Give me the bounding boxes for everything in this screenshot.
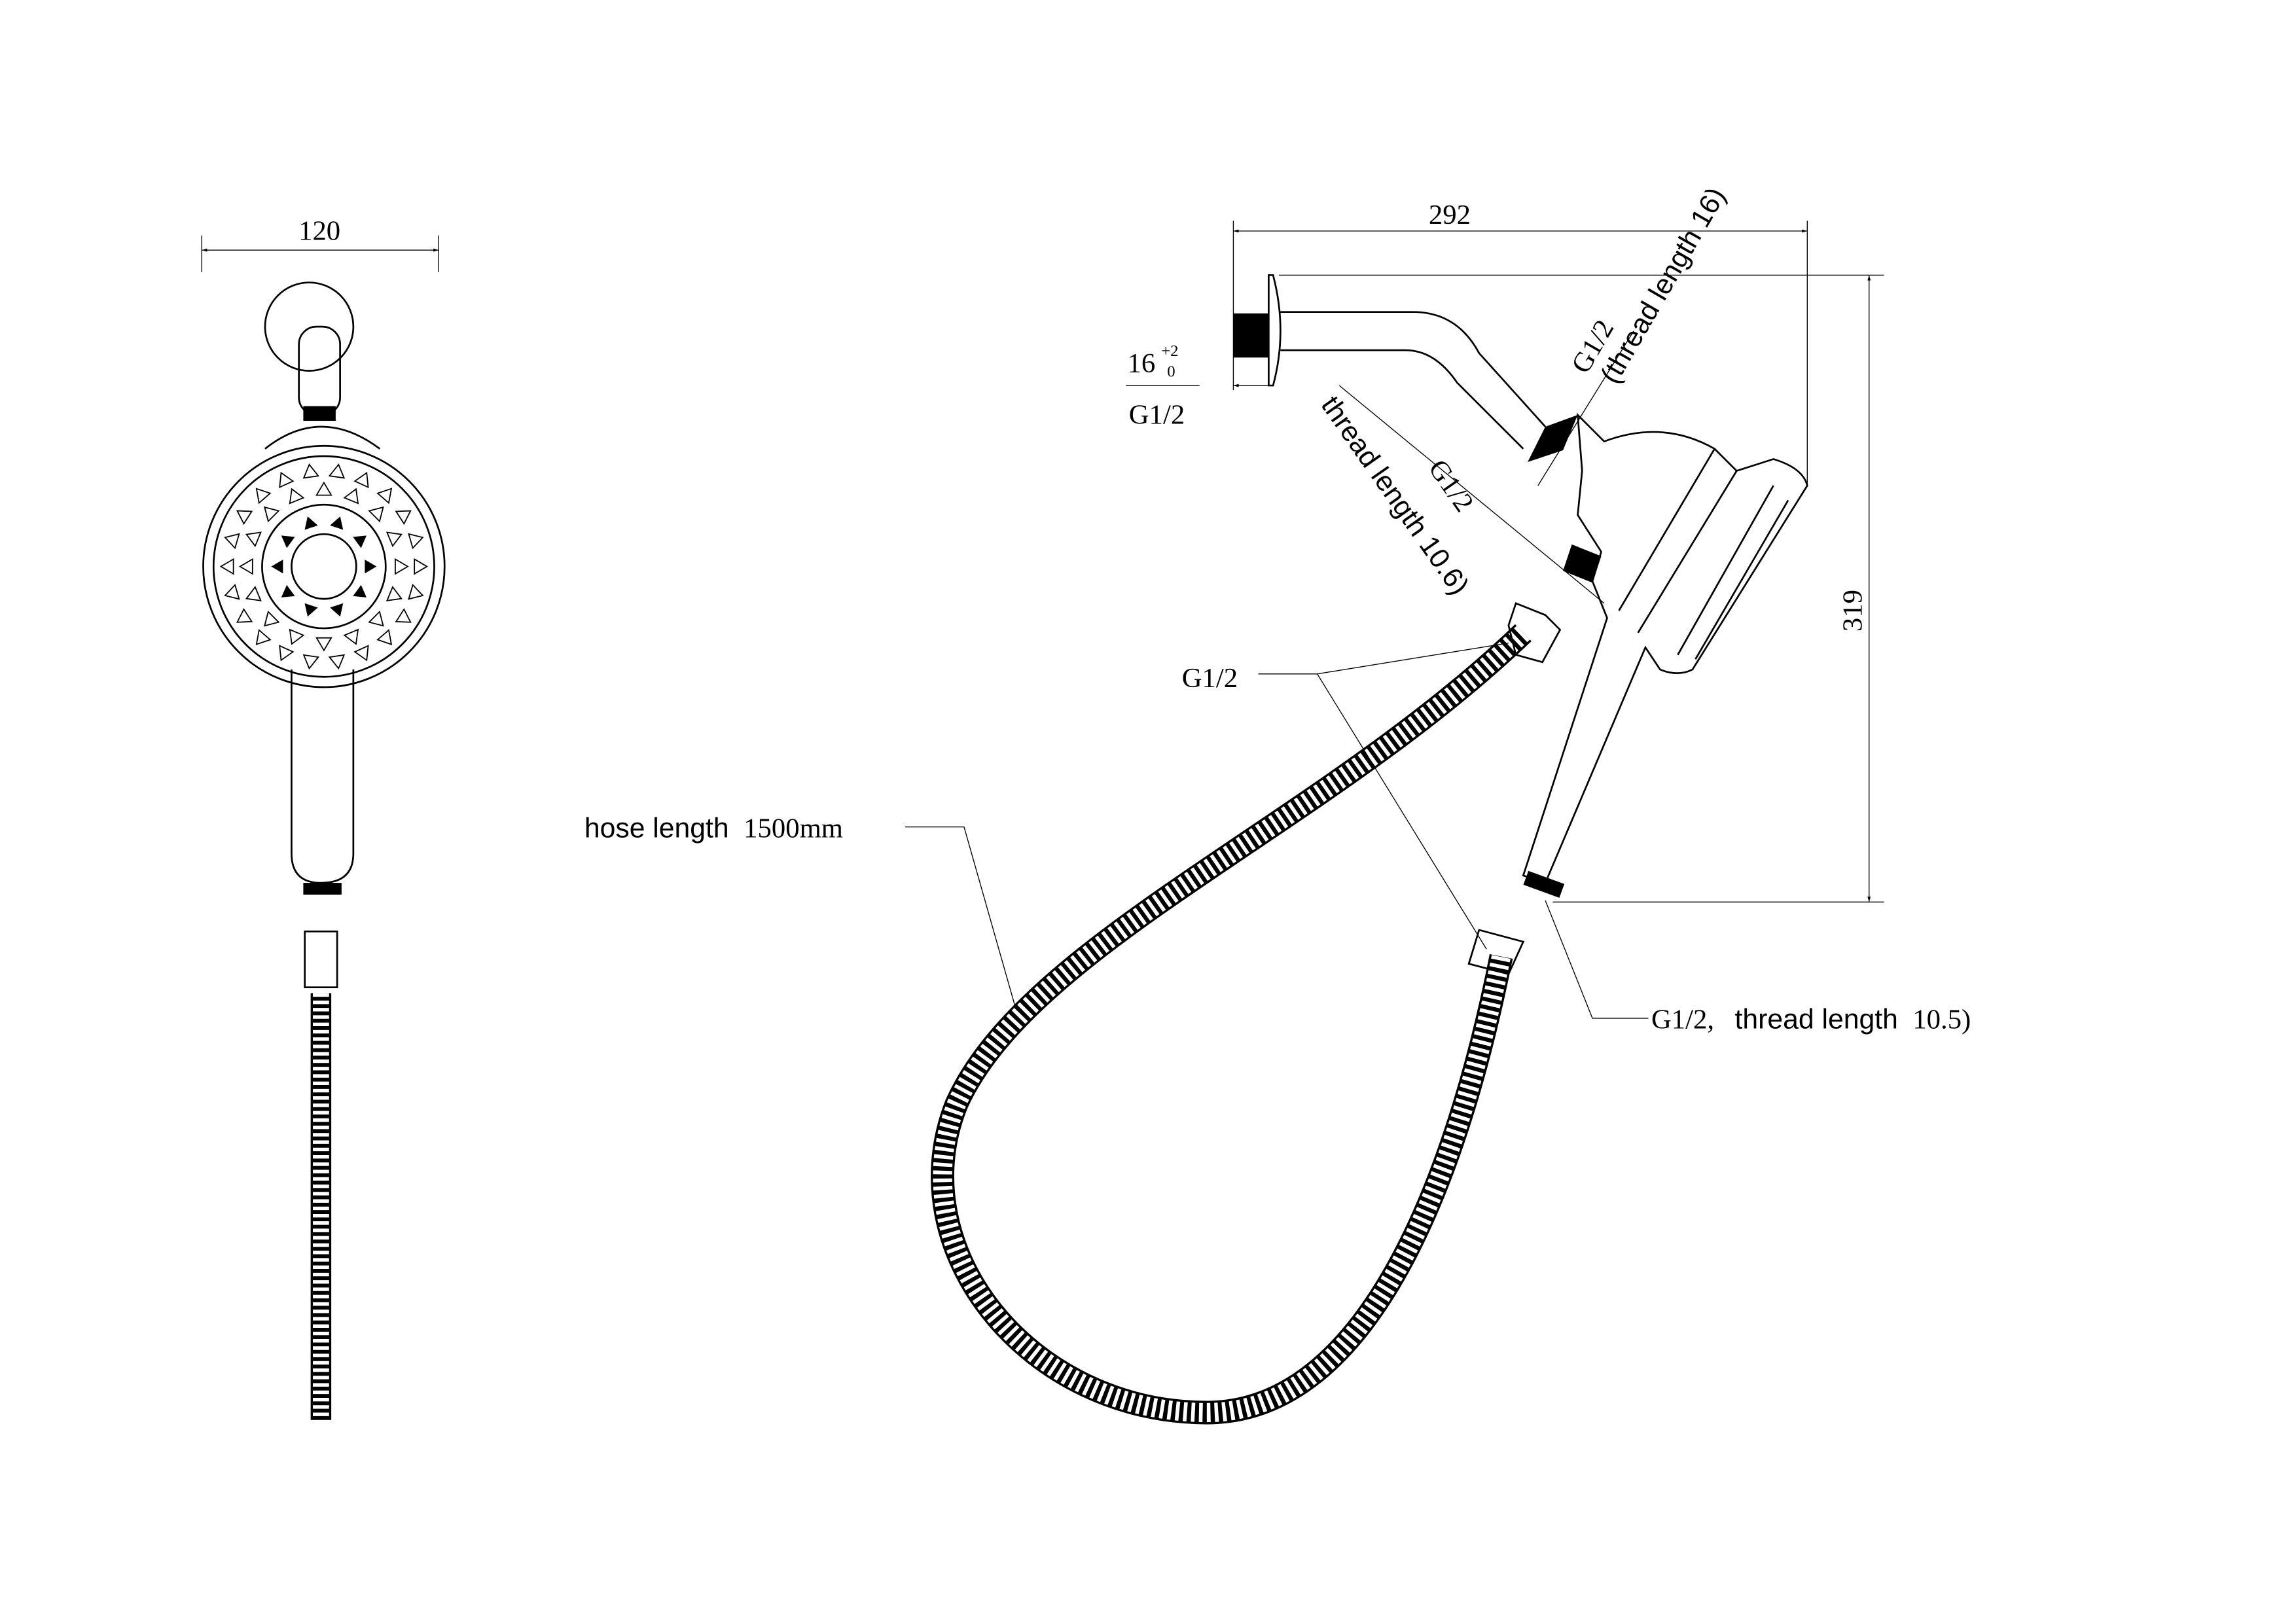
nozzle <box>330 603 344 617</box>
nozzle <box>255 488 272 505</box>
nozzle <box>353 471 369 488</box>
nozzle <box>245 586 262 601</box>
nozzle <box>224 584 240 600</box>
nozzle <box>281 584 295 597</box>
nozzle <box>330 516 344 530</box>
hose-bottom-cone <box>1467 929 1525 976</box>
nozzle <box>245 531 262 548</box>
nozzle <box>414 558 429 575</box>
nozzle <box>343 628 359 645</box>
nozzle <box>315 481 332 496</box>
nozzle <box>343 488 359 505</box>
arm-thread <box>303 406 336 421</box>
nozzle-face-side <box>1677 485 1789 660</box>
nozzle-pattern <box>219 463 429 670</box>
nozzle <box>219 558 234 575</box>
nozzle <box>304 516 318 530</box>
wall-flange <box>264 281 355 372</box>
handle <box>291 669 355 884</box>
width-dimension: 120 <box>298 215 340 246</box>
nozzle <box>368 506 384 523</box>
nozzle <box>315 637 332 652</box>
nozzle <box>386 586 403 601</box>
nozzle <box>236 510 253 526</box>
nozzle <box>376 629 393 645</box>
nozzle <box>353 584 367 597</box>
height-dimension: 319 <box>1837 590 1868 632</box>
nozzle <box>302 463 320 479</box>
wall-flange-side <box>1268 274 1282 387</box>
mount-inlet-thread-size: G1/2 <box>1422 454 1479 518</box>
side-view: 292 319 16 +2 0 G1/2 G1/2 (thread length… <box>584 182 1971 1425</box>
wall-thread-depth: 16 <box>1128 348 1156 379</box>
nozzle <box>289 628 305 645</box>
nozzle <box>302 654 320 670</box>
nozzle <box>353 535 367 548</box>
nozzle <box>271 560 283 574</box>
handle-outlet-thread <box>1523 870 1565 898</box>
handle-thread-size: G1/2, <box>1651 1005 1714 1035</box>
tolerance-upper: +2 <box>1161 342 1178 360</box>
nozzle <box>255 629 272 645</box>
nozzle <box>328 463 346 479</box>
nozzle <box>353 645 369 662</box>
shower-head-face <box>202 444 446 688</box>
nozzle <box>264 506 280 523</box>
hose-top-nut <box>1507 602 1562 664</box>
nozzle <box>376 488 393 505</box>
handle-thread <box>303 883 342 895</box>
nozzle <box>281 535 295 548</box>
handle-thread-label: G1/2, thread length 10.5) <box>1651 1004 1971 1035</box>
hose-length: 1500mm <box>744 813 843 844</box>
arm-length-dimension: 292 <box>1429 200 1471 230</box>
shower-head-body <box>1522 412 1808 884</box>
nozzle <box>365 560 377 574</box>
nozzle <box>224 533 240 550</box>
wall-thread-size: G1/2 <box>1129 400 1185 431</box>
nozzle <box>289 488 305 505</box>
nozzle <box>238 558 253 575</box>
hose-nut <box>304 930 338 989</box>
nozzle <box>395 558 409 575</box>
nozzle <box>328 654 346 670</box>
hose-label: hose length <box>584 812 729 844</box>
hose-length-label: hose length 1500mm <box>584 812 843 844</box>
arm-outlet-thread <box>1528 415 1578 463</box>
nozzle <box>368 611 384 627</box>
mount-inlet-thread <box>1563 544 1602 583</box>
hose-end-thread: G1/2 <box>1182 663 1238 694</box>
nozzle <box>395 608 412 623</box>
handle-thread-value: 10.5) <box>1912 1005 1971 1035</box>
front-view: 120 <box>201 215 446 1420</box>
shower-arm-side <box>1280 311 1547 450</box>
nozzle <box>386 531 403 548</box>
nozzle <box>408 533 424 550</box>
nozzle <box>395 510 412 526</box>
handle-thread-note: thread length <box>1735 1004 1898 1035</box>
hose <box>933 626 1530 1423</box>
nozzle <box>264 611 280 627</box>
nozzle <box>279 645 295 662</box>
nozzle <box>236 608 253 623</box>
nozzle <box>304 603 318 617</box>
tolerance-lower: 0 <box>1167 363 1175 381</box>
nozzle <box>279 471 295 488</box>
nozzle <box>408 584 424 600</box>
wall-thread <box>1233 313 1269 358</box>
swivel-mount <box>264 425 381 450</box>
arm-outlet-thread-note: (thread length 16) <box>1594 182 1732 389</box>
